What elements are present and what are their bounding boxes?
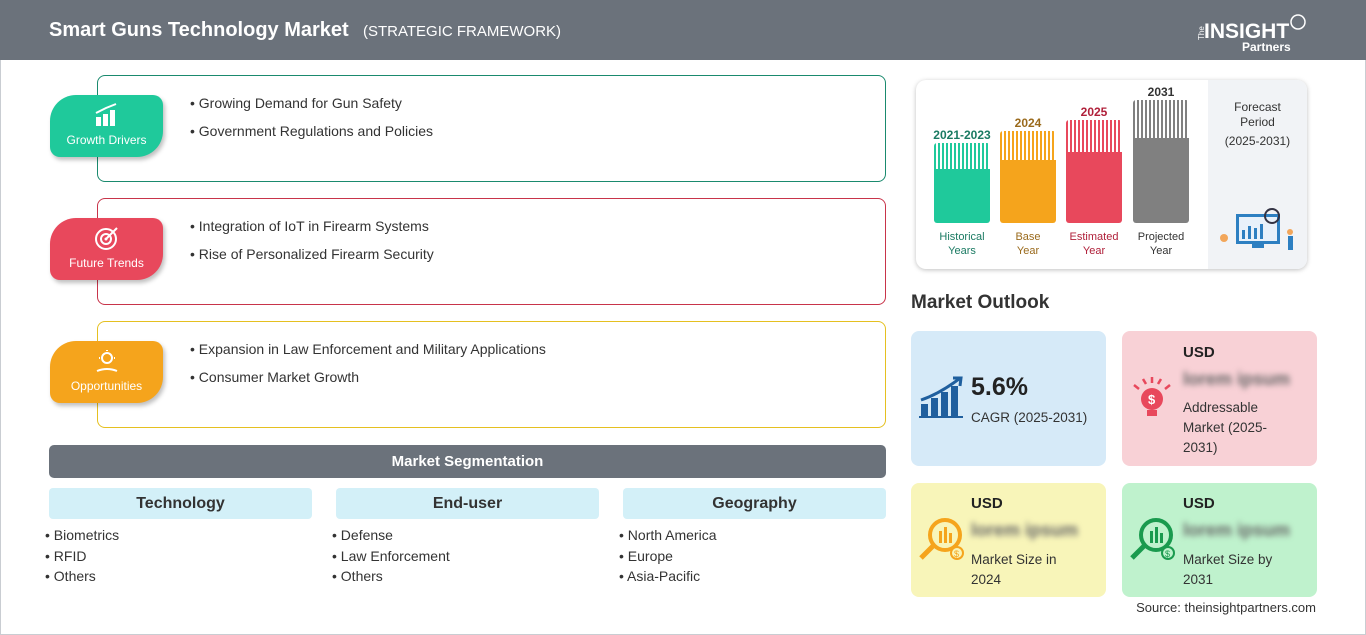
list-item: Defense <box>332 525 450 546</box>
list-item: Asia-Pacific <box>619 566 717 587</box>
lightbulb-hand-icon <box>96 350 118 372</box>
svg-text:$: $ <box>1165 549 1170 559</box>
svg-text:The: The <box>1197 26 1206 40</box>
addressable-label: Addressable Market (2025-2031) <box>1183 400 1268 455</box>
lightbulb-dollar-icon: $ <box>1133 377 1171 416</box>
future-trends-badge: Future Trends <box>50 218 163 280</box>
analytics-illustration-icon <box>1220 208 1293 250</box>
future-trends-list: Integration of IoT in Firearm Systems Ri… <box>190 212 434 268</box>
cagr-value: 5.6% <box>971 373 1028 401</box>
list-item: Expansion in Law Enforcement and Militar… <box>190 335 546 363</box>
growth-chart-icon <box>919 376 963 418</box>
timeline-bar <box>1000 131 1056 223</box>
forecast-label: Forecast <box>1234 100 1281 114</box>
list-item: Others <box>332 566 450 587</box>
market-size-2024-currency: USD <box>971 495 1003 512</box>
timeline-year: 2025 <box>1080 105 1108 119</box>
growth-drivers-badge: Growth Drivers <box>50 95 163 157</box>
market-size-2024-tile: $ USD lorem ipsum Market Size in 2024 <box>911 483 1106 597</box>
market-size-2031-currency: USD <box>1183 495 1215 512</box>
segmentation-title: Market Segmentation <box>49 445 886 478</box>
segment-header-technology: Technology <box>49 488 312 519</box>
growth-chart-icon <box>95 103 117 126</box>
market-size-search-icon: $ <box>1130 518 1175 560</box>
list-item: Biometrics <box>45 525 119 546</box>
segment-header-end-user: End-user <box>336 488 599 519</box>
page-subtitle: (STRATEGIC FRAMEWORK) <box>363 23 562 40</box>
svg-text:$: $ <box>1148 392 1156 407</box>
source-text: Source: theinsightpartners.com <box>1136 600 1316 615</box>
market-size-search-icon: $ <box>919 518 964 560</box>
market-size-2031-value: lorem ipsum <box>1183 520 1291 540</box>
cagr-label: CAGR (2025-2031) <box>971 410 1088 425</box>
opportunities-badge: Opportunities <box>50 341 163 403</box>
segment-list-end-user: Defense Law Enforcement Others <box>332 525 450 587</box>
list-item: Government Regulations and Policies <box>190 117 433 145</box>
market-size-2024-value: lorem ipsum <box>971 520 1079 540</box>
badge-label: Growth Drivers <box>66 133 147 147</box>
svg-text:INSIGHT: INSIGHT <box>1204 20 1289 43</box>
timeline-label-line: Year <box>1016 245 1040 257</box>
badge-label: Future Trends <box>69 256 144 270</box>
list-item: Consumer Market Growth <box>190 363 546 391</box>
svg-text:Partners: Partners <box>1242 40 1291 54</box>
timeline-label-line: Projected <box>1137 231 1185 243</box>
addressable-currency: USD <box>1183 344 1215 361</box>
forecast-label: Period <box>1240 115 1275 129</box>
list-item: Law Enforcement <box>332 546 450 567</box>
market-size-2031-tile: $ USD lorem ipsum Market Size by 2031 <box>1122 483 1317 597</box>
list-item: Growing Demand for Gun Safety <box>190 89 433 117</box>
market-size-2024-label: Market Size in 2024 <box>971 552 1057 587</box>
svg-text:$: $ <box>954 549 959 559</box>
list-item: RFID <box>45 546 119 567</box>
list-item: Others <box>45 566 119 587</box>
segment-list-geography: North America Europe Asia-Pacific <box>619 525 717 587</box>
segment-header-geography: Geography <box>623 488 886 519</box>
opportunities-list: Expansion in Law Enforcement and Militar… <box>190 335 546 391</box>
market-size-2031-label: Market Size by 2031 <box>1183 552 1273 587</box>
list-item: North America <box>619 525 717 546</box>
forecast-range: (2025-2031) <box>1224 134 1291 148</box>
growth-drivers-list: Growing Demand for Gun Safety Government… <box>190 89 433 145</box>
timeline-label-line: Estimated <box>1069 231 1119 243</box>
timeline-label-line: Years <box>948 245 976 257</box>
timeline-year: 2021-2023 <box>933 128 991 142</box>
badge-label: Opportunities <box>70 379 143 393</box>
addressable-market-tile: $ USD lorem ipsum Addressable Market (20… <box>1122 331 1317 466</box>
timeline-year: 2031 <box>1147 85 1175 99</box>
addressable-value: lorem ipsum <box>1183 369 1291 389</box>
segment-list-technology: Biometrics RFID Others <box>45 525 119 587</box>
list-item: Rise of Personalized Firearm Security <box>190 240 434 268</box>
timeline-bar <box>1133 100 1189 223</box>
list-item: Europe <box>619 546 717 567</box>
timeline-label-line: Year <box>1149 245 1173 257</box>
list-item: Integration of IoT in Firearm Systems <box>190 212 434 240</box>
timeline-year: 2024 <box>1014 116 1042 130</box>
timeline-label-line: Historical <box>939 231 985 243</box>
target-icon <box>95 227 118 250</box>
timeline-label-line: Year <box>1082 245 1106 257</box>
cagr-tile: 5.6% CAGR (2025-2031) <box>911 331 1106 466</box>
market-outlook-title: Market Outlook <box>911 292 1050 313</box>
timeline-bar <box>1066 120 1122 223</box>
timeline-bar <box>934 143 990 223</box>
timeline-label-line: Base <box>1015 231 1041 243</box>
forecast-period-panel: Forecast Period (2025-2031) <box>1208 80 1307 269</box>
page-title: Smart Guns Technology Market <box>49 19 349 41</box>
header-bar <box>0 0 1366 60</box>
